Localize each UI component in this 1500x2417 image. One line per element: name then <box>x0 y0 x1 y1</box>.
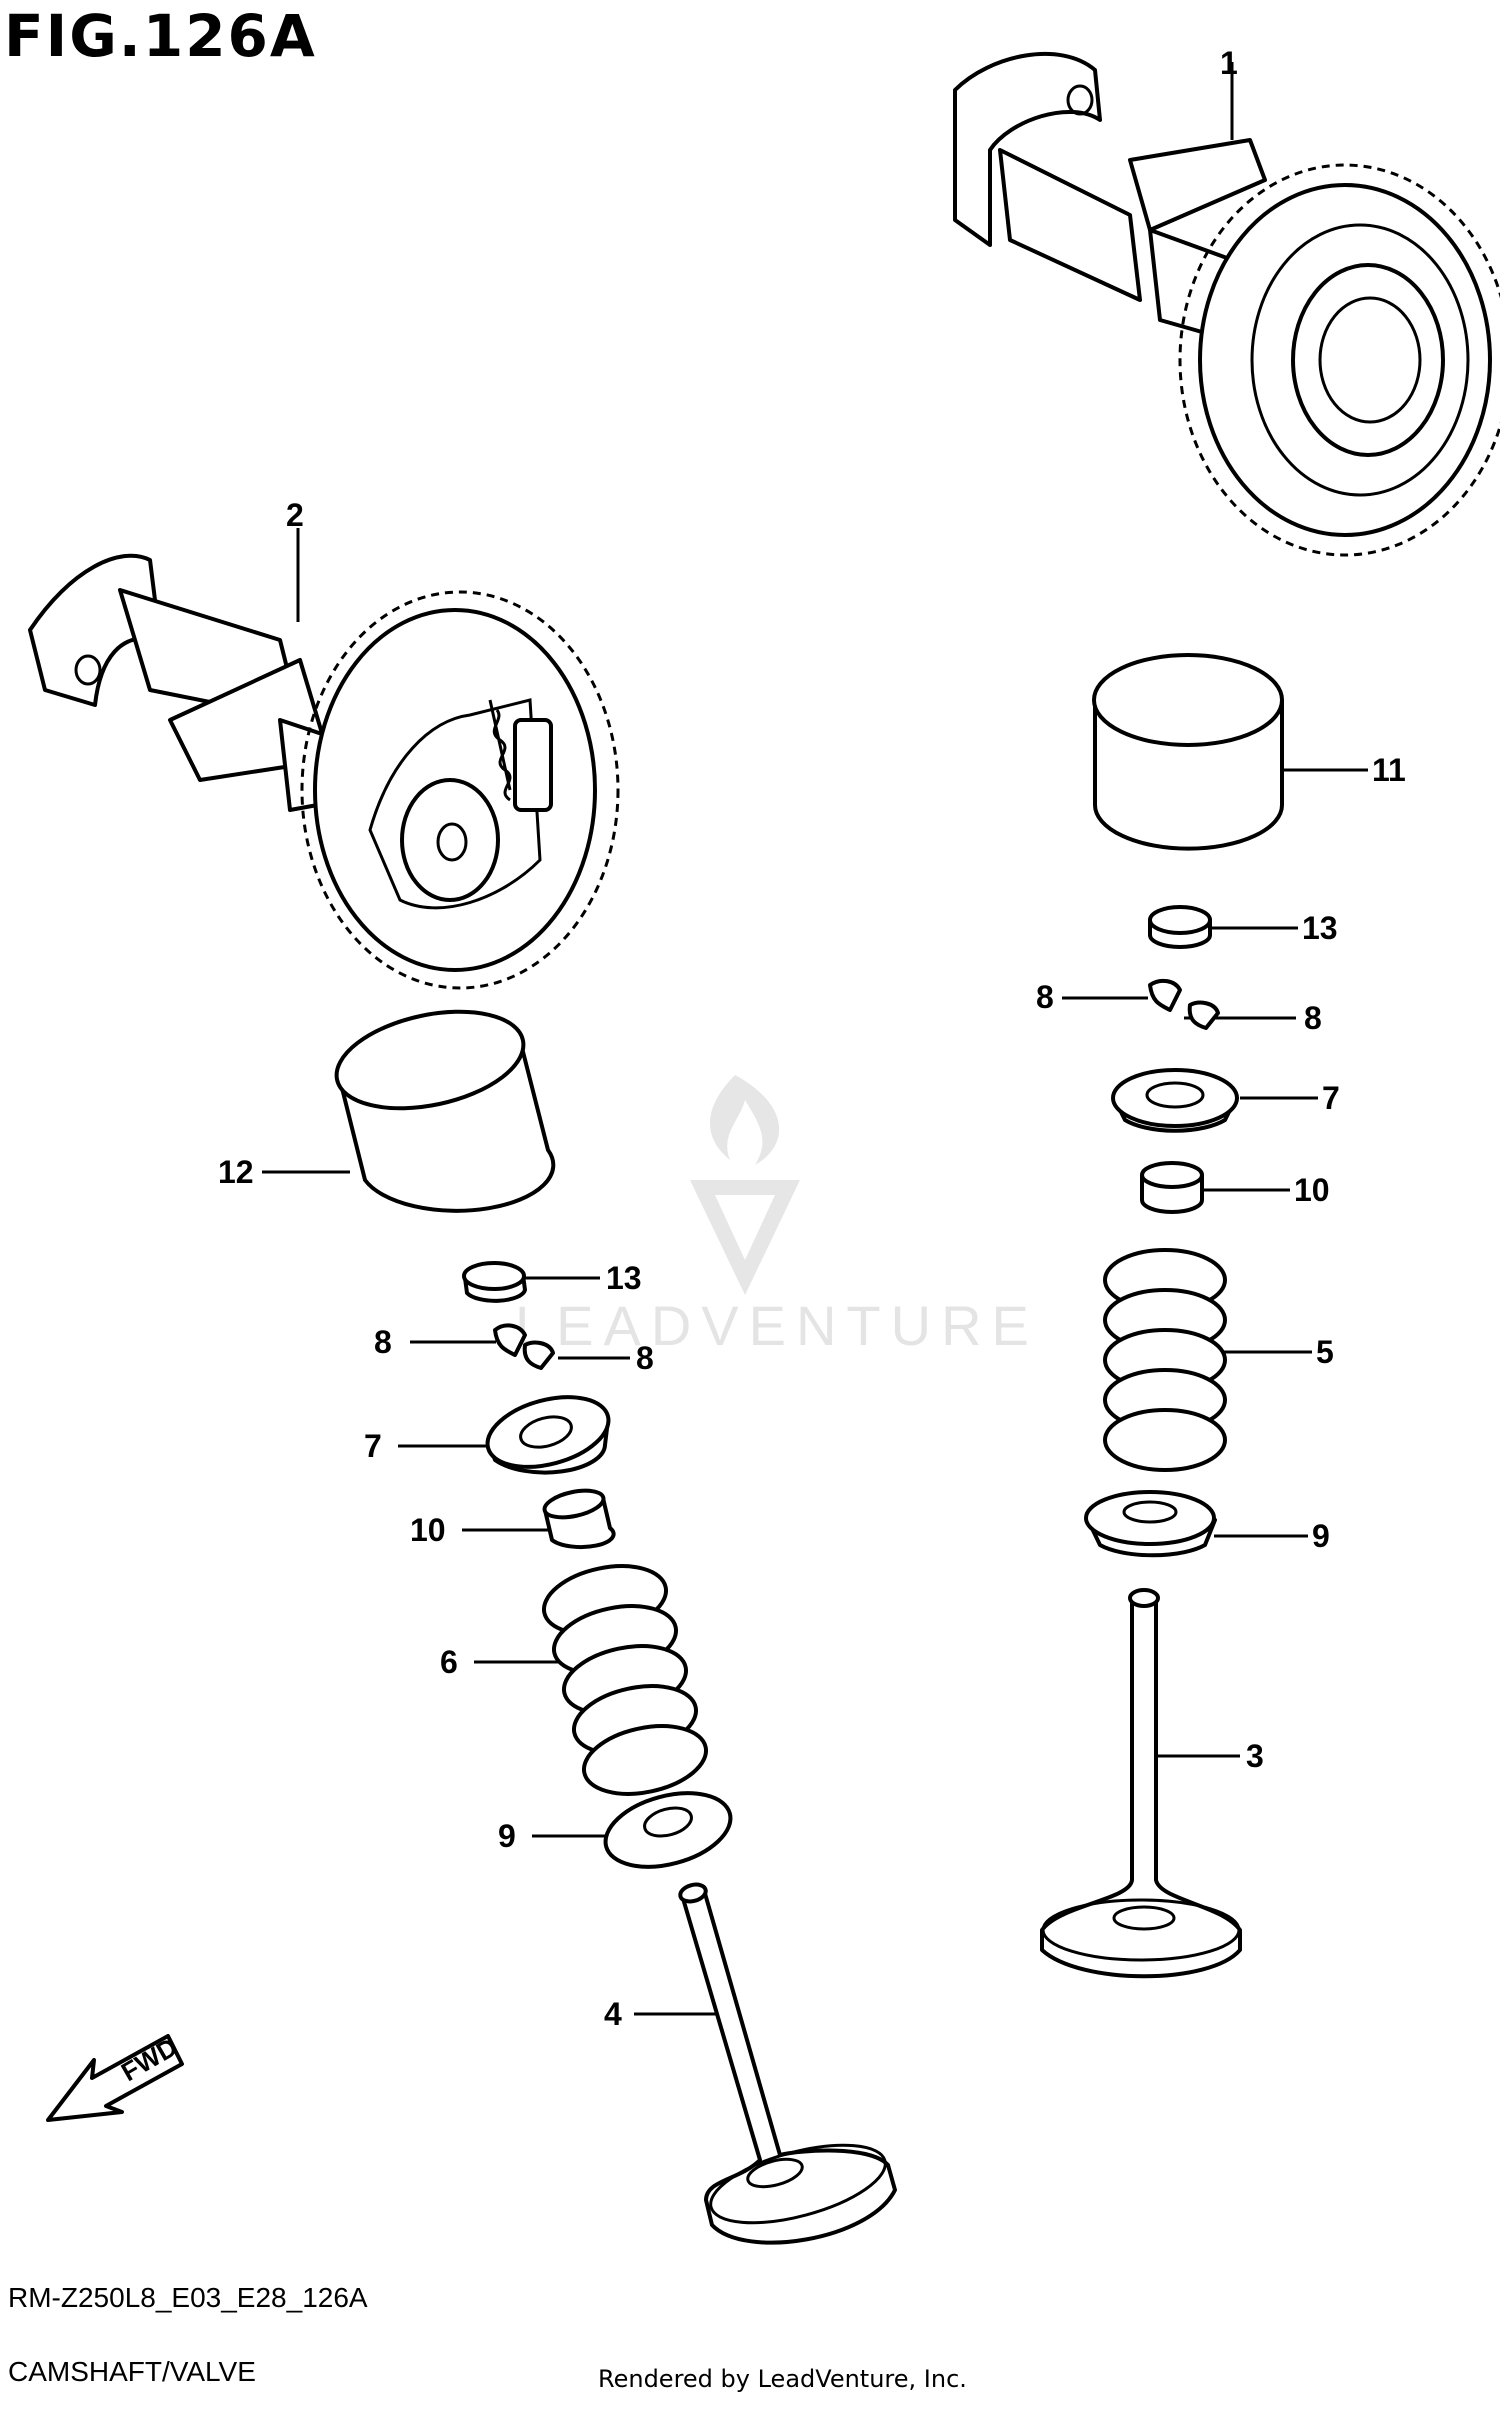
lifter-11 <box>1092 653 1284 851</box>
callout-7-left: 7 <box>364 1428 382 1464</box>
callout-10-right: 10 <box>1294 1172 1330 1208</box>
watermark-text: LEADVENTURE <box>515 1294 1039 1357</box>
cotter-8-left-a <box>493 1323 527 1357</box>
callout-8-right-b: 8 <box>1304 1000 1322 1036</box>
valve-spring-6 <box>541 1564 709 1796</box>
shim-13-left <box>462 1261 527 1303</box>
valve-3 <box>1040 1588 1242 1979</box>
callout-7-right: 7 <box>1322 1080 1340 1116</box>
credit-text: Rendered by LeadVenture, Inc. <box>598 2365 967 2393</box>
cotter-8-right-a <box>1148 978 1182 1012</box>
callout-8-left-b: 8 <box>636 1340 654 1376</box>
callout-13-right: 13 <box>1302 910 1338 946</box>
callout-8-left-a: 8 <box>374 1324 392 1360</box>
callout-6: 6 <box>440 1644 458 1680</box>
cotter-8-right-b <box>1187 1000 1220 1030</box>
spring-seat-9-right-2 <box>603 1791 733 1869</box>
callout-11: 11 <box>1372 752 1406 788</box>
shim-13-right <box>1148 905 1212 949</box>
callouts: 1 2 11 13 8 8 7 10 5 9 3 12 13 8 8 7 10 … <box>218 45 1406 2032</box>
callout-9-left: 9 <box>498 1818 516 1854</box>
section-name: CAMSHAFT/VALVE <box>8 2356 256 2387</box>
spring-seat-9-right <box>1084 1490 1217 1558</box>
fwd-arrow: FWD <box>46 2032 184 2122</box>
lifter-12 <box>334 1009 556 1213</box>
callout-9-right: 9 <box>1312 1518 1330 1554</box>
cotter-8-left-b <box>522 1340 555 1370</box>
watermark-logo: LEADVENTURE <box>515 1075 1039 1357</box>
retainer-7-right <box>1111 1068 1239 1133</box>
valve-spring-5 <box>1103 1248 1227 1472</box>
stem-seal-10-left <box>542 1488 616 1550</box>
camshaft-2 <box>28 553 620 990</box>
callout-12: 12 <box>218 1154 254 1190</box>
retainer-7-left <box>485 1395 611 1475</box>
callout-8-right-a: 8 <box>1036 979 1054 1015</box>
callout-4: 4 <box>604 1996 622 2032</box>
camshaft-1 <box>953 51 1500 557</box>
callout-10-left: 10 <box>410 1512 446 1548</box>
callout-3: 3 <box>1246 1738 1264 1774</box>
figure-title: FIG.126A <box>4 2 317 70</box>
valve-4 <box>678 1882 897 2245</box>
callout-13-left: 13 <box>606 1260 642 1296</box>
stem-seal-10-right <box>1140 1161 1204 1214</box>
callout-2: 2 <box>286 497 304 533</box>
model-code: RM-Z250L8_E03_E28_126A <box>8 2282 368 2313</box>
callout-5: 5 <box>1316 1334 1334 1370</box>
callout-1: 1 <box>1220 45 1238 81</box>
